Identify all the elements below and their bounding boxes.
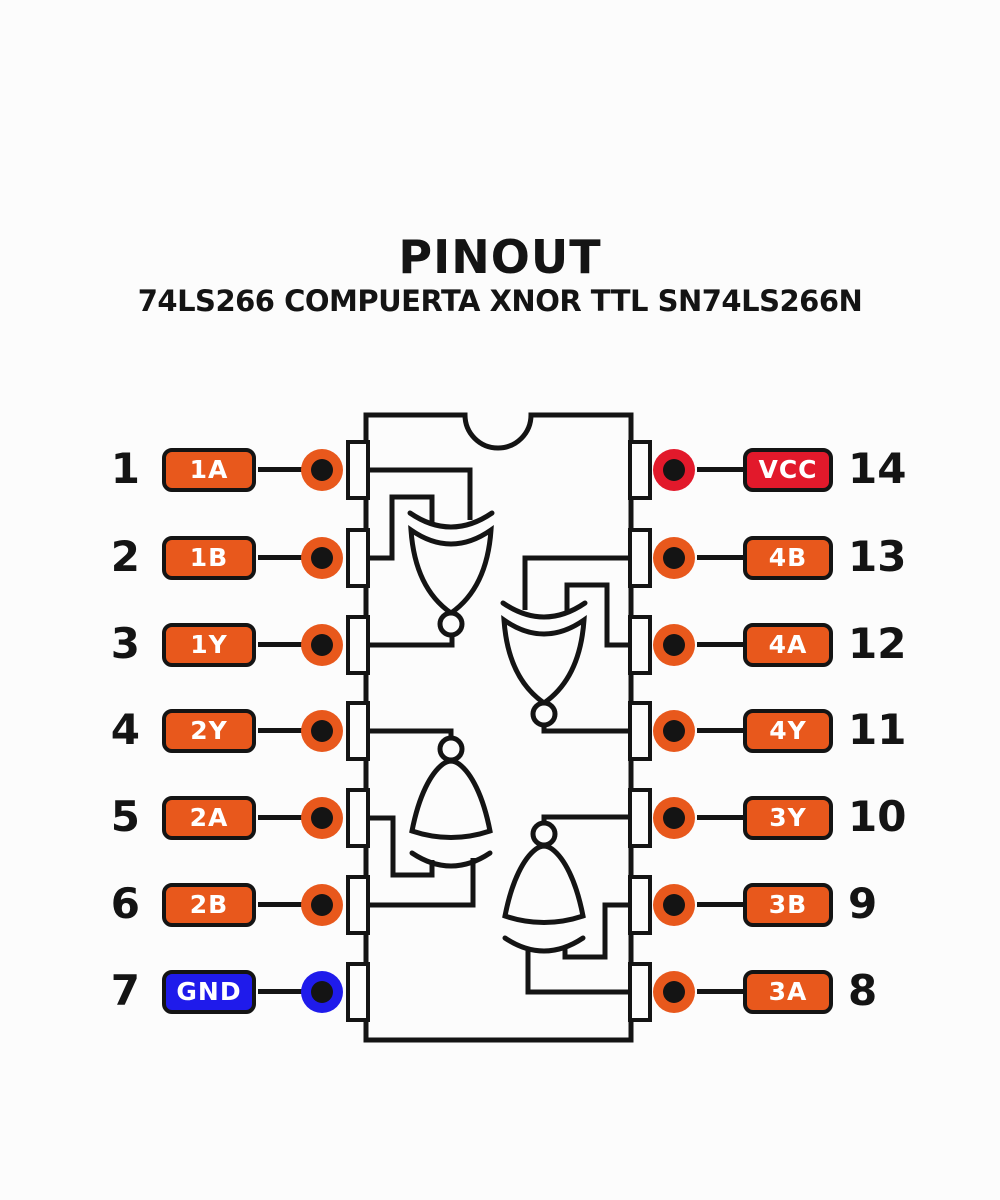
pin-connector-line	[697, 902, 743, 907]
pin-pad-center-dot	[311, 894, 333, 916]
pin-pad-center-dot	[663, 981, 685, 1003]
pin-number-7: 7	[110, 966, 140, 1015]
pin-stub-left	[346, 528, 370, 588]
pin-stub-left	[346, 962, 370, 1022]
pin-connector-line	[697, 989, 743, 994]
pin-number-14: 14	[848, 444, 907, 493]
pin-number-2: 2	[110, 532, 140, 581]
pin-pad-center-dot	[311, 981, 333, 1003]
pin-pad-5	[301, 797, 343, 839]
pin-connector-line	[697, 555, 743, 560]
page-subtitle: 74LS266 COMPUERTA XNOR TTL SN74LS266N	[137, 284, 863, 318]
pin-pad-14	[653, 449, 695, 491]
pin-number-12: 12	[848, 619, 907, 668]
pin-connector-line	[258, 467, 304, 472]
pin-pad-center-dot	[663, 720, 685, 742]
pin-label-4Y: 4Y	[743, 709, 833, 753]
wire-1y	[367, 634, 455, 648]
pin-number-6: 6	[110, 879, 140, 928]
pin-pad-6	[301, 884, 343, 926]
pin-stub-left	[346, 788, 370, 848]
pin-connector-line	[697, 642, 743, 647]
pin-pad-7	[301, 971, 343, 1013]
pin-connector-line	[697, 815, 743, 820]
pin-label-4A: 4A	[743, 623, 833, 667]
pin-label-VCC: VCC	[743, 448, 833, 492]
ic-package-outline	[363, 412, 634, 1043]
pin-pad-1	[301, 449, 343, 491]
pin-connector-line	[258, 902, 304, 907]
internal-wires	[367, 467, 630, 995]
pin-number-1: 1	[110, 444, 140, 493]
pin-number-13: 13	[848, 532, 907, 581]
pin-label-4B: 4B	[743, 536, 833, 580]
pin-number-8: 8	[848, 966, 878, 1015]
pin-connector-line	[258, 728, 304, 733]
wire-4b	[522, 555, 630, 610]
pin-stub-left	[346, 440, 370, 500]
pin-pad-center-dot	[311, 634, 333, 656]
pin-pad-center-dot	[311, 720, 333, 742]
pin-pad-9	[653, 884, 695, 926]
pin-pad-center-dot	[311, 547, 333, 569]
pin-label-3A: 3A	[743, 970, 833, 1014]
pin-pad-11	[653, 710, 695, 752]
pin-pad-13	[653, 537, 695, 579]
pin-pad-center-dot	[311, 807, 333, 829]
pin-pad-12	[653, 624, 695, 666]
pin-pad-center-dot	[663, 894, 685, 916]
pin-pad-center-dot	[663, 459, 685, 481]
pin-stub-right	[628, 440, 652, 500]
pin-connector-line	[258, 555, 304, 560]
pin-connector-line	[258, 642, 304, 647]
pin-pad-center-dot	[663, 807, 685, 829]
pin-number-4: 4	[110, 705, 140, 754]
pin-connector-line	[258, 989, 304, 994]
pin-pad-center-dot	[311, 459, 333, 481]
pin-stub-left	[346, 615, 370, 675]
pin-stub-right	[628, 962, 652, 1022]
page-title: PINOUT	[398, 230, 602, 284]
pin-stub-right	[628, 528, 652, 588]
pin-label-1A: 1A	[162, 448, 256, 492]
pin-connector-line	[697, 467, 743, 472]
pin-label-1Y: 1Y	[162, 623, 256, 667]
pin-label-2Y: 2Y	[162, 709, 256, 753]
pin-stub-right	[628, 615, 652, 675]
pin-label-2B: 2B	[162, 883, 256, 927]
pin-pad-2	[301, 537, 343, 579]
wire-1b	[367, 494, 435, 561]
pin-pad-8	[653, 971, 695, 1013]
pin-connector-line	[258, 815, 304, 820]
pin-number-9: 9	[848, 879, 878, 928]
wire-2a	[367, 815, 435, 878]
pin-number-3: 3	[110, 619, 140, 668]
pin-label-3Y: 3Y	[743, 796, 833, 840]
pin-stub-right	[628, 701, 652, 761]
pin-number-5: 5	[110, 792, 140, 841]
wire-3a	[525, 949, 630, 995]
pin-stub-right	[628, 875, 652, 935]
pin-connector-line	[697, 728, 743, 733]
wire-2b	[367, 858, 476, 908]
pin-stub-left	[346, 701, 370, 761]
pin-label-GND: GND	[162, 970, 256, 1014]
pin-number-10: 10	[848, 792, 907, 841]
wire-4a	[564, 582, 630, 648]
wire-3b	[562, 902, 630, 960]
pin-pad-4	[301, 710, 343, 752]
pin-stub-left	[346, 875, 370, 935]
pin-stub-right	[628, 788, 652, 848]
pin-pad-10	[653, 797, 695, 839]
wire-1a	[367, 467, 473, 520]
pin-label-1B: 1B	[162, 536, 256, 580]
pin-pad-3	[301, 624, 343, 666]
pin-label-3B: 3B	[743, 883, 833, 927]
pin-pad-center-dot	[663, 547, 685, 569]
pin-label-2A: 2A	[162, 796, 256, 840]
pin-number-11: 11	[848, 705, 907, 754]
pin-pad-center-dot	[663, 634, 685, 656]
